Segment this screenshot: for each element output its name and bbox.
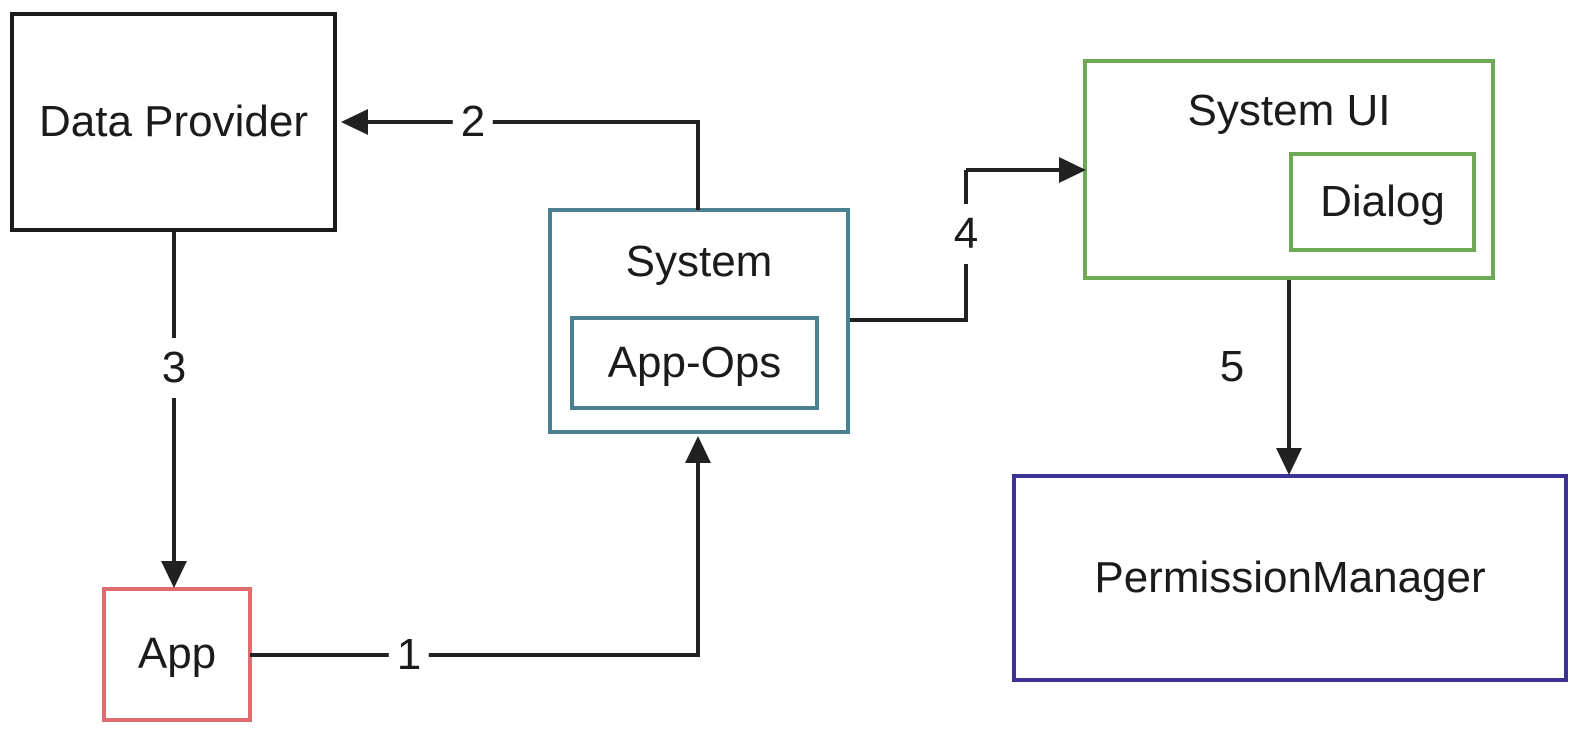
node-system-label: System: [625, 237, 773, 286]
edge-1-label: 1: [388, 625, 430, 685]
node-data-provider: Data Provider: [10, 12, 337, 232]
node-system-ui: System UI Dialog: [1083, 59, 1495, 280]
edge-5-segment-vertical: [1287, 280, 1291, 450]
edge-2-segment-horizontal: [367, 120, 700, 124]
edge-4-segment-horizontal-lower: [850, 318, 968, 322]
edge-4-segment-horizontal-upper: [966, 168, 1059, 172]
node-permission-manager: PermissionManager: [1012, 474, 1568, 682]
edge-2-arrowhead-left-icon: [341, 109, 368, 135]
node-system-ui-label: System UI: [1187, 86, 1391, 135]
edge-4-arrowhead-right-icon: [1059, 157, 1086, 183]
node-app-ops: App-Ops: [570, 316, 819, 410]
node-dialog: Dialog: [1289, 152, 1476, 252]
node-permission-manager-label: PermissionManager: [1094, 552, 1486, 602]
node-dialog-label: Dialog: [1320, 176, 1445, 226]
edge-1-arrowhead-up-icon: [685, 436, 711, 463]
node-data-provider-label: Data Provider: [38, 96, 308, 146]
edge-1-segment-horizontal: [250, 653, 700, 657]
edge-1-segment-vertical: [696, 460, 700, 657]
edge-3-label: 3: [153, 338, 195, 398]
edge-5-arrowhead-down-icon: [1276, 448, 1302, 475]
node-app-ops-label: App-Ops: [607, 337, 782, 387]
node-app: App: [102, 587, 252, 722]
node-system: System App-Ops: [548, 208, 850, 434]
edge-2-segment-vertical: [696, 122, 700, 210]
edge-3-arrowhead-down-icon: [161, 561, 187, 588]
edge-5-label: 5: [1211, 337, 1253, 397]
node-app-label: App: [137, 629, 217, 679]
edge-4-label: 4: [945, 204, 987, 264]
edge-2-label: 2: [452, 92, 494, 152]
